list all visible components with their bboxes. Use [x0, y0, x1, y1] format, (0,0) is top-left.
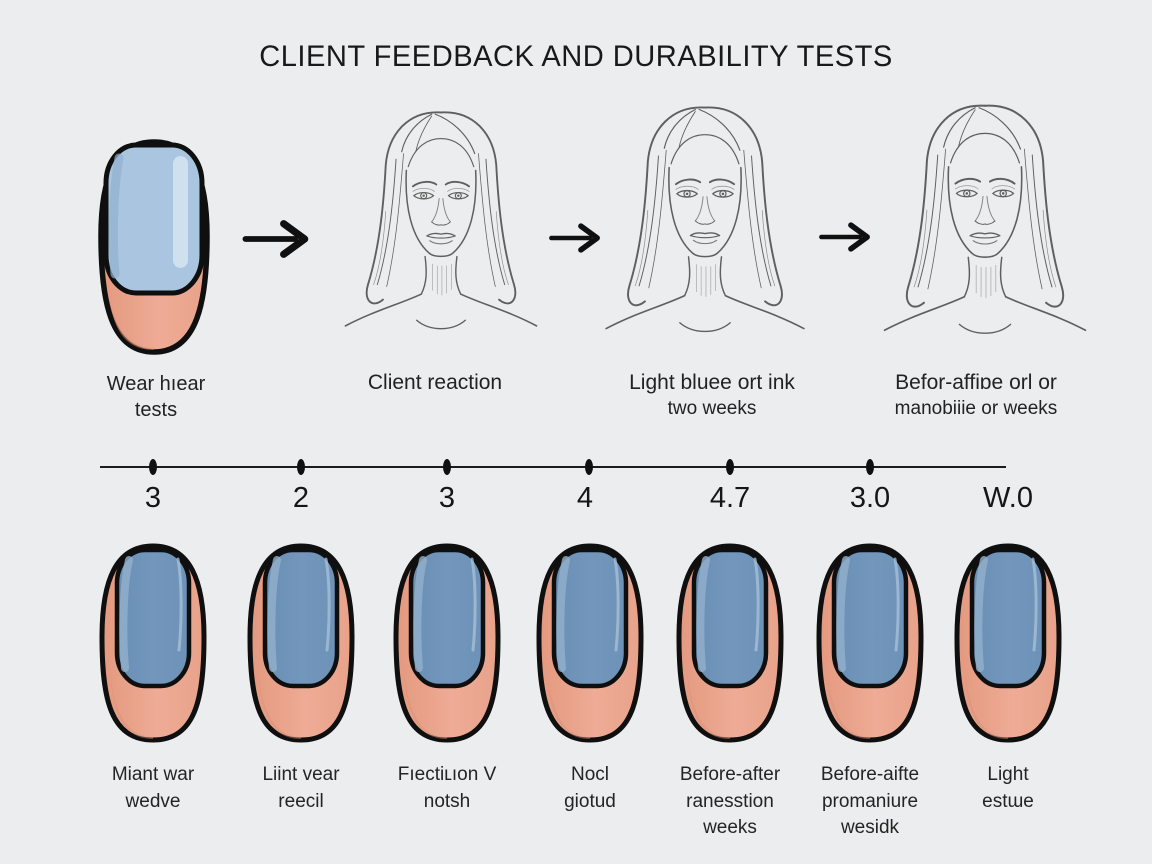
timeline-tick-dot [726, 459, 734, 475]
page-title: CLIENT FEEDBACK AND DURABILITY TESTS [259, 40, 893, 73]
timeline-tick-value: 3 [144, 482, 162, 514]
bottom-caption-4: Nocl giotud [495, 762, 685, 815]
arrow-right-icon [548, 221, 602, 255]
timeline-tick-value: W.0 [983, 482, 1033, 514]
timeline-tick-dot [149, 459, 157, 475]
bottom-caption-3: Fıectiʟıon V notsh [352, 762, 542, 815]
caption-line: Befor-affiɒe orl or [895, 371, 1057, 394]
nail-sample-icon-2 [243, 542, 359, 744]
caption-line: Light [987, 764, 1029, 785]
arrow-right-icon [238, 217, 314, 261]
timeline-axis [100, 466, 1006, 468]
caption-line: Nocl [570, 764, 609, 785]
client-face-sketch-2 [598, 94, 812, 346]
caption-line: promaniure [821, 790, 919, 812]
bottom-caption-2: Liint vear reecil [206, 762, 396, 815]
nail-swatch-large-icon [86, 138, 222, 356]
timeline-tick-dot [866, 459, 874, 475]
nail-sample-icon-3 [389, 542, 505, 744]
timeline-tick-dot [585, 459, 593, 475]
bottom-caption-1: Miant war wedve [58, 762, 248, 815]
caption-line: Before-aifte [820, 764, 920, 785]
nail-sample-icon-7 [950, 542, 1066, 744]
caption-line: Wear hıear [106, 373, 206, 395]
timeline-tick-dot [297, 459, 305, 475]
caption-line: Before-after [679, 764, 781, 785]
caption-line: wesidk [840, 817, 900, 838]
caption-line: manobiiie or weeks [894, 398, 1058, 419]
timeline-tick-value: 2 [292, 482, 310, 514]
timeline-tick-dot [443, 459, 451, 475]
bottom-caption-7: Light estɯe [913, 762, 1103, 815]
caption-line: Client reaction [367, 371, 503, 394]
caption-line: ranesstion [686, 790, 774, 812]
timeline-tick-value: 3.0 [849, 482, 891, 514]
caption-before-after: Befor-affiɒe orl or manobiiie or weeks [826, 369, 1126, 422]
bottom-caption-5: Before-after ranesstion weeks [635, 762, 825, 842]
caption-line: notsh [423, 790, 471, 812]
nail-sample-icon-5 [672, 542, 788, 744]
bottom-caption-6: Before-aifte promaniure wesidk [775, 762, 965, 842]
caption-line: Liint vear [262, 764, 340, 785]
client-face-sketch-1 [338, 96, 544, 346]
caption-line: tests [134, 399, 178, 421]
caption-line: two weeks [667, 398, 757, 419]
caption-line: giotud [564, 790, 616, 812]
caption-line: weeks [703, 817, 757, 838]
caption-two-weeks: Light bluee ort ink two weeks [562, 369, 862, 422]
nail-sample-icon-4 [532, 542, 648, 744]
timeline-tick-value: 4.7 [709, 482, 751, 514]
arrow-right-icon [818, 220, 872, 254]
nail-sample-icon-6 [812, 542, 928, 744]
caption-line: Light bluee ort ink [629, 371, 795, 394]
caption-line: Miant war [111, 764, 195, 785]
caption-wear-tests: Wear hıear tests [6, 371, 306, 423]
caption-line: wedve [125, 790, 181, 812]
caption-line: reecil [278, 790, 324, 812]
timeline-tick-value: 3 [438, 482, 456, 514]
timeline-tick-value: 4 [576, 482, 594, 514]
caption-line: Fıectiʟıon V [397, 764, 497, 785]
caption-client-reaction: Client reaction [285, 369, 585, 396]
nail-sample-icon-1 [95, 542, 211, 744]
client-face-sketch-3 [870, 92, 1100, 348]
caption-line: estɯe [982, 790, 1034, 812]
